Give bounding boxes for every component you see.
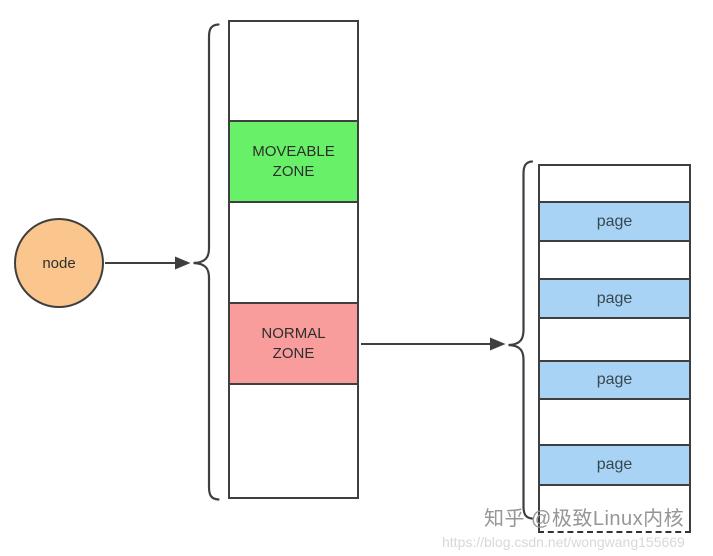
moveable-zone: MOVEABLE ZONE xyxy=(230,120,357,203)
page-row: page xyxy=(540,360,689,400)
page-row: page xyxy=(540,278,689,319)
node-circle: node xyxy=(14,218,104,308)
moveable-zone-label: MOVEABLE ZONE xyxy=(252,142,335,180)
normal-zone: NORMAL ZONE xyxy=(230,302,357,385)
zone-column: MOVEABLE ZONE NORMAL ZONE xyxy=(228,20,359,499)
node-label: node xyxy=(42,254,76,272)
page-label: page xyxy=(596,212,633,230)
page-row: page xyxy=(540,444,689,486)
page-label: page xyxy=(596,289,633,307)
zones-brace-icon xyxy=(193,23,220,501)
page-label: page xyxy=(596,456,633,473)
zone-column-empty-section xyxy=(230,385,357,497)
page-column-empty-row xyxy=(540,400,689,444)
page-label: page xyxy=(596,371,633,388)
page-column: page page page page xyxy=(538,164,691,533)
zone-column-empty-section xyxy=(230,203,357,302)
node-to-zones-arrowhead-icon xyxy=(175,256,191,270)
zone-column-empty-section xyxy=(230,22,357,120)
watermark-url: https://blog.csdn.net/wongwang155669 xyxy=(442,534,685,550)
normal-zone-label: NORMAL ZONE xyxy=(261,324,326,362)
zone-to-pages-arrowhead-icon xyxy=(490,337,506,351)
watermark-text: 知乎 @极致Linux内核 xyxy=(484,508,685,530)
page-row: page xyxy=(540,201,689,242)
page-column-empty-row xyxy=(540,242,689,278)
page-column-empty-row xyxy=(540,166,689,201)
page-column-empty-row xyxy=(540,319,689,360)
pages-brace-icon xyxy=(508,160,534,520)
